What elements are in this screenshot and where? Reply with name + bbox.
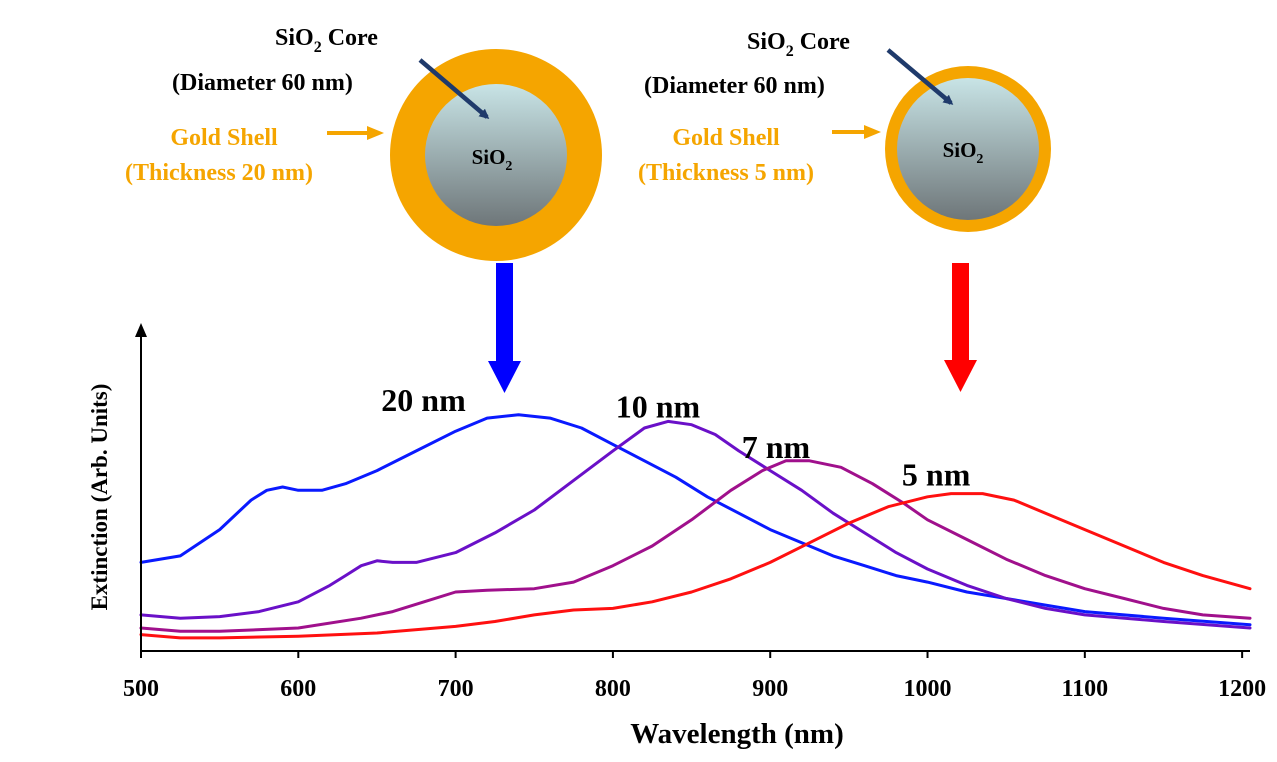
x-tick-label: 800 bbox=[595, 676, 631, 702]
blue-down-arrow bbox=[488, 263, 521, 393]
shell-pointer-right bbox=[832, 125, 881, 139]
core-label-left: SiO2 Core bbox=[275, 25, 378, 56]
peak-label-10nm: 10 nm bbox=[616, 388, 701, 424]
x-axis-label: Wavelength (nm) bbox=[630, 718, 843, 750]
series-line-7nm bbox=[139, 459, 1252, 633]
core-label-right: SiO2 Core bbox=[747, 29, 850, 60]
thickness-label-left: (Thickness 20 nm) bbox=[125, 160, 313, 186]
shell-label-left: Gold Shell bbox=[170, 125, 278, 151]
extinction-chart: 500 600 700 800 900 1000 1100 1200 20 nm 10 nm 7 … bbox=[87, 323, 1266, 750]
peak-labels: 20 nm 10 nm 7 nm 5 nm bbox=[381, 382, 970, 493]
x-tick-label: 900 bbox=[752, 676, 788, 702]
nanoshell-20nm: SiO2 SiO2 Core (Diameter 60 nm) Gold She… bbox=[125, 25, 602, 261]
series-line-20nm bbox=[139, 413, 1252, 627]
diameter-label-right: (Diameter 60 nm) bbox=[644, 73, 825, 99]
series-line-5nm bbox=[139, 492, 1252, 640]
x-ticks: 500 600 700 800 900 1000 1100 1200 bbox=[123, 651, 1266, 702]
nanoshell-5nm: SiO2 SiO2 Core (Diameter 60 nm) Gold She… bbox=[638, 29, 1051, 232]
x-tick-label: 700 bbox=[438, 676, 474, 702]
sphere-label-left: SiO2 bbox=[472, 145, 513, 174]
y-axis-arrowhead bbox=[135, 323, 147, 337]
callout-arrow-right bbox=[886, 48, 954, 105]
y-axis-label: Extinction (Arb. Units) bbox=[87, 384, 112, 611]
silica-core-20nm bbox=[425, 84, 567, 226]
shell-pointer-left bbox=[327, 126, 384, 140]
x-tick-label: 500 bbox=[123, 676, 159, 702]
peak-label-5nm: 5 nm bbox=[902, 457, 971, 493]
peak-label-7nm: 7 nm bbox=[742, 429, 811, 465]
peak-label-20nm: 20 nm bbox=[381, 382, 466, 418]
diameter-label-left: (Diameter 60 nm) bbox=[172, 70, 353, 96]
sphere-label-right: SiO2 bbox=[943, 138, 984, 167]
red-down-arrow bbox=[944, 263, 977, 392]
series-line-10nm bbox=[139, 419, 1252, 630]
x-tick-label: 1200 bbox=[1218, 676, 1266, 702]
thickness-label-right: (Thickness 5 nm) bbox=[638, 160, 814, 186]
silica-core-5nm bbox=[897, 78, 1039, 220]
axes bbox=[135, 323, 1250, 652]
callout-arrow-left bbox=[418, 58, 490, 119]
x-tick-label: 1100 bbox=[1061, 676, 1108, 702]
series-layer bbox=[139, 413, 1252, 640]
x-tick-label: 600 bbox=[280, 676, 316, 702]
x-tick-label: 1000 bbox=[904, 676, 952, 702]
shell-label-right: Gold Shell bbox=[672, 125, 780, 151]
